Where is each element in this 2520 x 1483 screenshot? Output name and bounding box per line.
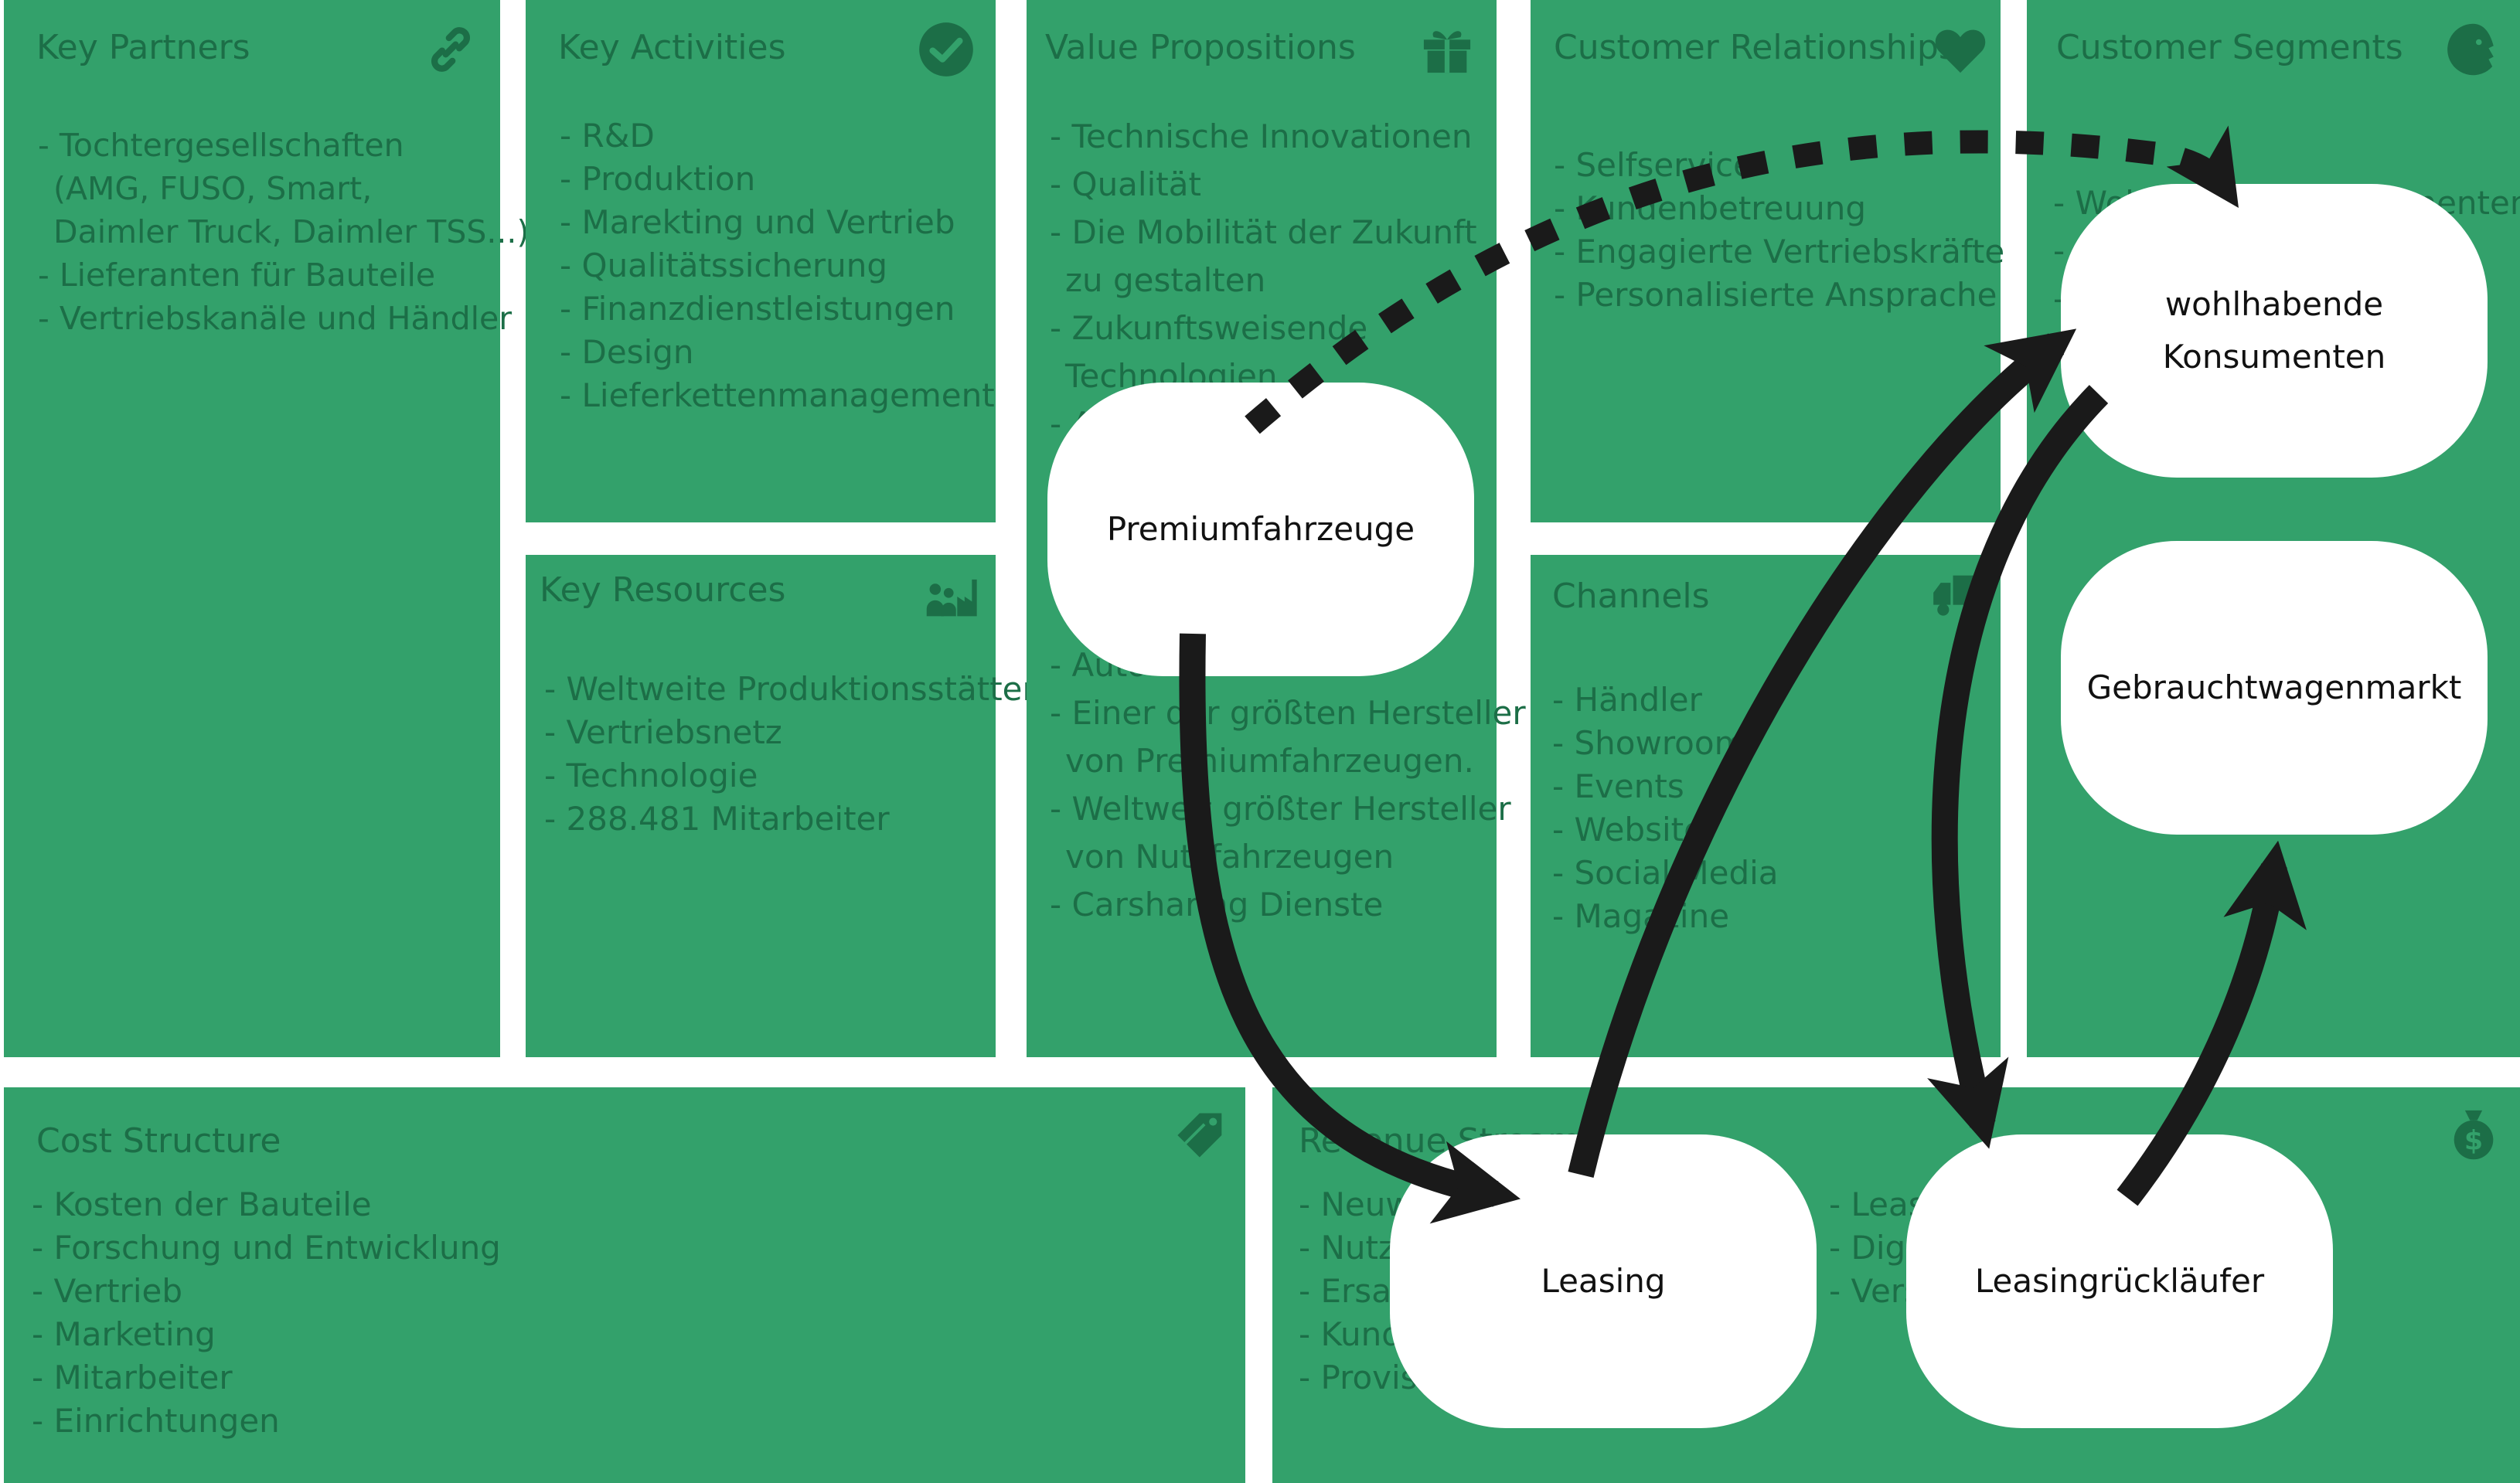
list-item: - Kund (1299, 1315, 1402, 1353)
list-value-propositions-bottom: - Auto - Einer der größten Hersteller vo… (1050, 641, 1526, 929)
list-item: - Marketing (32, 1315, 216, 1353)
face-icon (2447, 23, 2494, 76)
list-item: - Lieferanten für Bauteile (38, 257, 436, 294)
block-key-activities: Key Activities - R&D - Produktion - Mare… (526, 0, 996, 522)
list-item: - Forschung und Entwicklung (32, 1229, 501, 1267)
list-item: Daimler Truck, Daimler TSS...) (53, 213, 530, 250)
list-item: von Premiumfahrzeugen. (1065, 742, 1474, 780)
list-item: - Händler (1552, 681, 1702, 719)
svg-text:$: $ (2464, 1126, 2483, 1157)
bubble-label: Gebrauchtwagenmarkt (2086, 668, 2462, 706)
list-item: - Vers (1829, 1272, 1921, 1310)
block-title-customer-segments: Customer Segments (2056, 28, 2403, 67)
bubble-lease-returns: Leasingrückläufer (1906, 1134, 2333, 1428)
list-item: - Qualität (1050, 165, 1201, 203)
list-item: - Design (560, 333, 694, 371)
list-item: - Kundenbetreuung (1554, 189, 1866, 227)
block-customer-segments: Customer Segments - Wohlhabende Konsumen… (2027, 0, 2520, 1057)
bubble-premium-vehicles: Premiumfahrzeuge (1047, 383, 1474, 676)
block-title-cost-structure: Cost Structure (36, 1121, 281, 1161)
bubble-label-line2: Konsumenten (2162, 338, 2386, 376)
list-item: - Events (1552, 767, 1684, 805)
block-title-value-propositions: Value Propositions (1045, 28, 1356, 67)
list-item: - Vertriebskanäle und Händler (38, 300, 513, 337)
bubble-label: wohlhabende Konsumenten (2163, 278, 2386, 383)
list-item: - Produktion (560, 160, 756, 198)
list-item: - Weltweit größter Hersteller (1050, 790, 1511, 828)
truck-icon (1933, 575, 1987, 616)
list-item: - Social Media (1552, 854, 1779, 892)
bubble-wealthy-consumers: wohlhabende Konsumenten (2061, 184, 2488, 478)
factory-workers-icon (926, 579, 977, 617)
money-bag-icon: $ (2454, 1110, 2494, 1160)
list-item: - Finanzdienstleistungen (560, 290, 955, 328)
list-item: - Einrichtungen (32, 1402, 280, 1440)
list-item: - Die Mobilität der Zukunft (1050, 213, 1477, 251)
bubble-label: Leasing (1541, 1262, 1666, 1300)
check-circle-icon (919, 22, 973, 77)
bubble-used-car-market: Gebrauchtwagenmarkt (2061, 541, 2488, 835)
bubble-label: Premiumfahrzeuge (1106, 510, 1415, 548)
block-cost-structure: Cost Structure - Kosten der Bauteile - F… (4, 1087, 1245, 1483)
list-key-activities: - R&D - Produktion - Marekting und Vertr… (560, 114, 995, 417)
list-item: - Selfservice (1554, 146, 1753, 184)
list-item: - Vertrieb (32, 1272, 182, 1310)
list-item: von Nutzfahrzeugen (1065, 838, 1395, 876)
list-item: - Vertriebsnetz (544, 713, 782, 751)
bubble-label: Leasingrückläufer (1974, 1262, 2265, 1300)
heart-icon (1935, 29, 1986, 73)
list-item: - Ersa (1299, 1272, 1391, 1310)
list-item: - Website (1552, 811, 1704, 849)
list-item: - Digi (1829, 1229, 1915, 1267)
list-item: zu gestalten (1065, 261, 1266, 299)
block-title-key-activities: Key Activities (558, 28, 786, 67)
list-item: - Mitarbeiter (32, 1359, 233, 1396)
list-customer-relationships: - Selfservice - Kundenbetreuung - Engagi… (1554, 144, 2004, 317)
list-item: - Zukunftsweisende (1050, 309, 1368, 347)
block-channels: Channels - Händler - Showroom - Events -… (1531, 555, 2001, 1057)
list-key-partners: - Tochtergesellschaften (AMG, FUSO, Smar… (38, 124, 529, 340)
list-item: - Engagierte Vertriebskräfte (1554, 233, 2005, 270)
bubble-label-line1: wohlhabende (2164, 285, 2384, 323)
list-item: - Magazine (1552, 897, 1730, 935)
block-key-resources: Key Resources - Weltweite Produktionsstä… (526, 555, 1043, 1057)
list-item: - Weltweite Produktionsstätten (544, 670, 1044, 708)
list-item: - Technische Innovationen (1050, 117, 1473, 155)
list-item: - R&D (560, 117, 655, 155)
list-item: - Tochtergesellschaften (38, 127, 404, 164)
block-title-key-partners: Key Partners (36, 28, 250, 67)
link-icon (431, 27, 470, 72)
list-key-resources: - Weltweite Produktionsstätten - Vertrie… (544, 668, 1043, 841)
block-key-partners: Key Partners - Tochtergesellschaften (AM… (4, 0, 529, 1057)
list-item: - Showroom (1552, 724, 1746, 762)
list-item: - Nutz (1299, 1229, 1396, 1267)
list-channels: - Händler - Showroom - Events - Website … (1552, 679, 1779, 938)
list-item: - Qualitätssicherung (560, 247, 888, 284)
list-item: (AMG, FUSO, Smart, (53, 170, 373, 207)
list-item: - Personalisierte Ansprache (1554, 276, 1997, 314)
list-item: - Kosten der Bauteile (32, 1185, 372, 1223)
gift-icon (1423, 31, 1471, 73)
block-title-customer-relationships: Customer Relationships (1554, 28, 1956, 67)
list-item: - Marekting und Vertrieb (560, 203, 955, 241)
list-item: - Carsharing Dienste (1050, 886, 1384, 923)
block-customer-relationships: Customer Relationships - Selfservice - K… (1531, 0, 2004, 522)
price-tag-icon (1177, 1113, 1222, 1158)
list-cost-structure: - Kosten der Bauteile - Forschung und En… (32, 1183, 501, 1443)
block-title-key-resources: Key Resources (540, 570, 786, 610)
list-item: - 288.481 Mitarbeiter (544, 800, 890, 838)
block-title-channels: Channels (1552, 577, 1710, 616)
list-item: - Technologie (544, 757, 758, 794)
list-item: - Einer der größten Hersteller (1050, 694, 1526, 732)
list-item: - Lieferkettenmanagement (560, 376, 995, 414)
bubble-leasing: Leasing (1390, 1134, 1817, 1428)
